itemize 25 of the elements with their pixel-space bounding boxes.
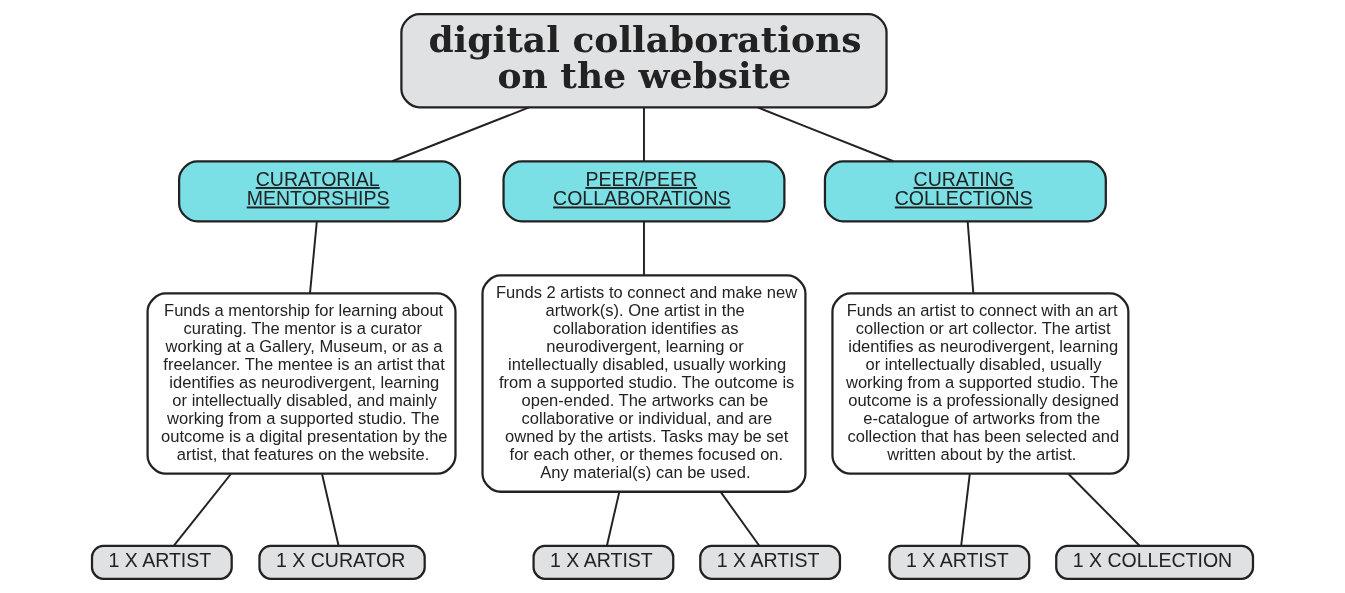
connector	[391, 106, 531, 163]
node-box: Funds 2 artists to connect and make new artwork(s). One artist in the collaboration identifies as neurodivergent, learning or intellectually disabled, usually working from a supported studio. The outcome is open-ended. The artworks can be collaborative or individual, and are owned by the artists. Tasks may be set for each other, or themes focused on. Any material(s) can be used.	[481, 274, 807, 493]
connector	[605, 490, 621, 547]
connector	[643, 220, 645, 277]
connector	[756, 106, 895, 163]
connector	[643, 106, 645, 162]
connector	[309, 220, 318, 295]
node-box: CURATING COLLECTIONS	[823, 160, 1107, 223]
connector	[173, 473, 232, 547]
node-box: 1 X COLLECTION	[1055, 544, 1255, 580]
node-box: Funds an artist to connect with an art collection or art collector. The artist identifies as neurodivergent, learning or intellectually disabled, usually working from a supported studio. The outcome is a professionally designed e-catalogue of artworks from the collection that has been selected and written about by the artist.	[831, 292, 1130, 475]
connector	[960, 473, 971, 547]
connector	[966, 220, 975, 295]
node-box: 1 X ARTIST	[888, 544, 1031, 580]
node-box: PEER/PEER COLLABORATIONS	[502, 160, 786, 223]
node-box: 1 X ARTIST	[90, 544, 233, 580]
node-box: digital collaborations on the website	[400, 13, 888, 109]
node-box: Funds a mentorship for learning about curating. The mentor is a curator working at a Gallery, Museum, or as a freelancer. The mentee is an artist that identifies as neurodivergent, learning or intellectually disabled, and mainly working from a supported studio. The outcome is a digital presentation by the artist, that features on the website.	[146, 292, 457, 475]
node-box: CURATORIAL MENTORSHIPS	[178, 160, 462, 223]
connector	[321, 473, 340, 547]
connector	[719, 490, 761, 547]
node-box: 1 X ARTIST	[699, 544, 842, 580]
connector	[1067, 473, 1141, 547]
node-box: 1 X CURATOR	[258, 544, 426, 580]
node-box: 1 X ARTIST	[532, 544, 675, 580]
